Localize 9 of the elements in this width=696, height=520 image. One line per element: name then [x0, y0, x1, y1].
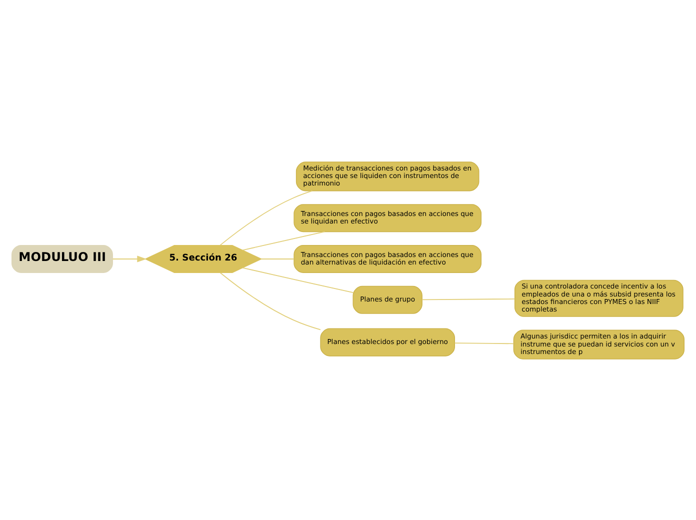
connector [220, 272, 321, 330]
connector [422, 298, 516, 300]
node-box: MODULUO III [11, 244, 113, 272]
connector [260, 258, 294, 259]
arrow [112, 255, 147, 262]
connector [220, 190, 313, 246]
connector [242, 230, 326, 250]
connector [242, 266, 354, 292]
connector [454, 342, 514, 344]
